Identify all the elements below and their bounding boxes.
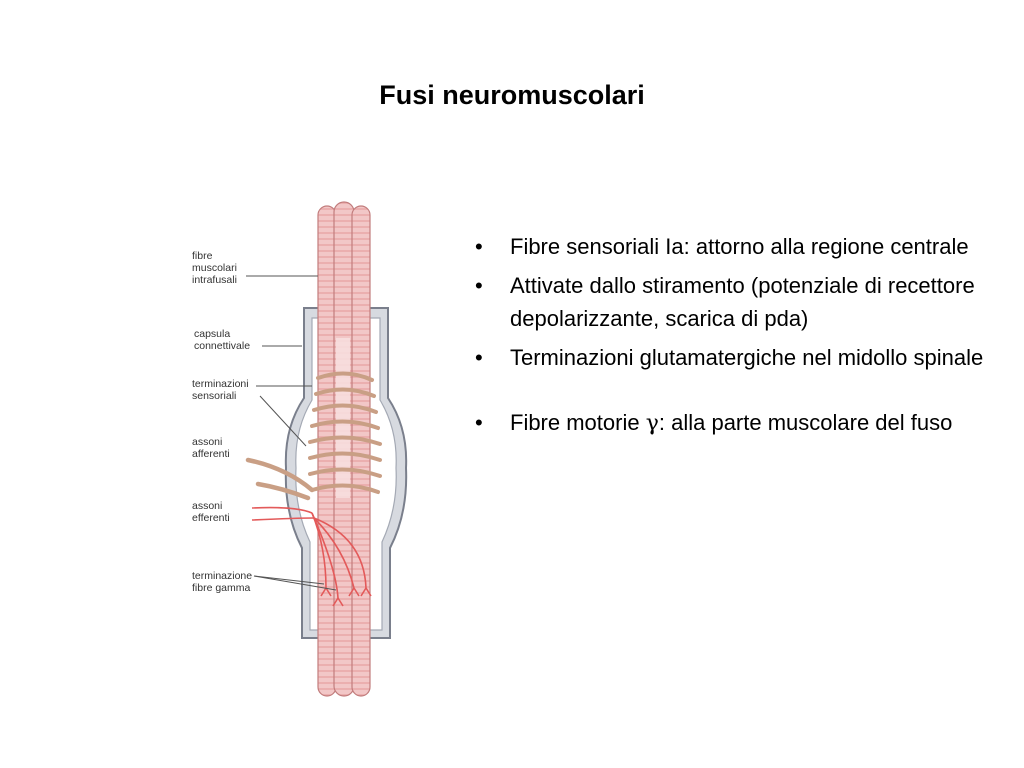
sensory-endings bbox=[245, 371, 382, 501]
label-intrafusal-fibres: fibre muscolari intrafusali bbox=[192, 250, 237, 286]
muscle-spindle-illustration: fibre muscolari intrafusali capsula conn… bbox=[186, 168, 416, 708]
spindle-drawing bbox=[245, 201, 408, 697]
bullet-item-activation: • Attivate dallo stiramento (potenziale … bbox=[472, 269, 1012, 335]
bullet-item-sensory-fibres: • Fibre sensoriali Ia: attorno alla regi… bbox=[472, 230, 1012, 263]
bullet-marker: • bbox=[475, 345, 483, 370]
label-connective-capsule: capsula connettivale bbox=[194, 328, 251, 352]
label-efferent-axons: assoni efferenti bbox=[192, 500, 230, 524]
label-gamma-fibre-endings: terminazione fibre gamma bbox=[192, 570, 253, 594]
label-leaders bbox=[246, 275, 337, 591]
label-sensory-endings: terminazioni sensoriali bbox=[192, 378, 249, 402]
bullet-text: Attivate dallo stiramento (potenziale di… bbox=[510, 273, 975, 331]
bullet-marker: • bbox=[475, 273, 483, 298]
bullet-marker: • bbox=[475, 234, 483, 259]
afferent-axons bbox=[245, 457, 315, 493]
bullet-text: Fibre sensoriali Ia: attorno alla region… bbox=[510, 234, 969, 259]
bullet-text-after: : alla parte muscolare del fuso bbox=[658, 410, 953, 435]
bullet-text-before: Fibre motorie bbox=[510, 410, 646, 435]
bullet-item-gamma-motor: • Fibre motorie γ: alla parte muscolare … bbox=[472, 406, 1012, 440]
label-afferent-axons: assoni afferenti bbox=[192, 436, 230, 460]
gamma-symbol: γ bbox=[645, 411, 659, 436]
bullet-marker: • bbox=[475, 410, 483, 435]
bullet-item-glutamatergic: • Terminazioni glutamatergiche nel midol… bbox=[472, 341, 1012, 374]
intrafusal-fibres bbox=[317, 201, 371, 697]
gamma-motor-fibres bbox=[251, 506, 372, 607]
bullet-list: • Fibre sensoriali Ia: attorno alla regi… bbox=[472, 230, 1012, 446]
slide-title: Fusi neuromuscolari bbox=[379, 80, 645, 110]
bullet-text: Terminazioni glutamatergiche nel midollo… bbox=[510, 345, 984, 370]
